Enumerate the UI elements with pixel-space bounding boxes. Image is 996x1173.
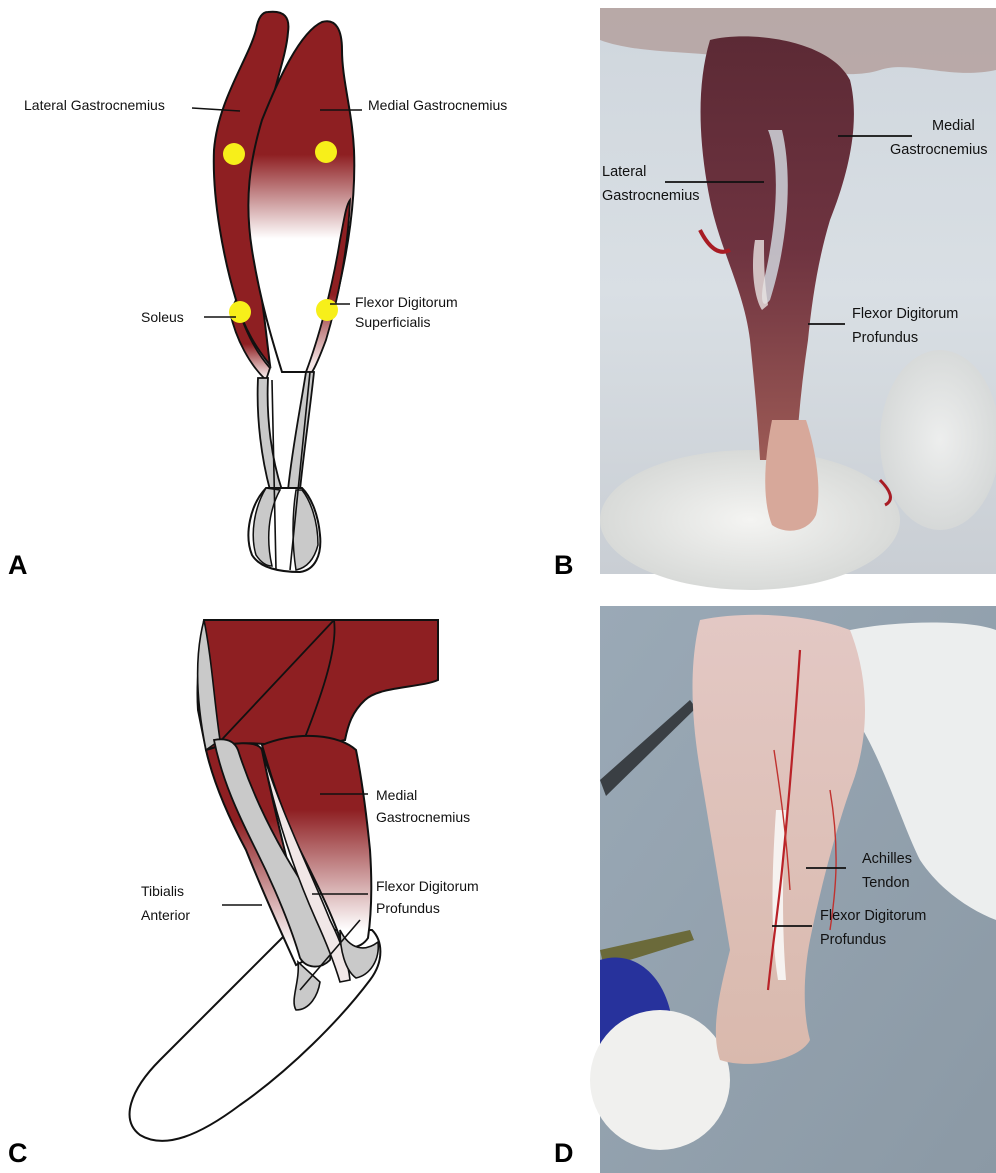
panel-c-illustration: Medial Gastrocnemius Tibialis Anterior F…	[0, 590, 560, 1173]
label-c-tibialis-line1: Tibialis	[141, 883, 184, 899]
marker-soleus	[229, 301, 251, 323]
marker-flexor-superficialis	[316, 299, 338, 321]
label-b-lateral-line1: Lateral	[602, 164, 646, 180]
label-medial-gastrocnemius: Medial Gastrocnemius	[368, 97, 507, 113]
tendon-right	[288, 372, 314, 490]
upper-muscle-block	[197, 620, 438, 750]
label-flexor-superficialis-line2: Superficialis	[355, 314, 430, 330]
panel-a: Lateral Gastrocnemius Medial Gastrocnemi…	[0, 0, 560, 590]
label-c-flexor-line2: Profundus	[376, 900, 440, 916]
label-d-flexor-line2: Profundus	[820, 932, 886, 948]
photo-b-heel	[765, 420, 818, 531]
panel-c: Medial Gastrocnemius Tibialis Anterior F…	[0, 590, 560, 1173]
tendon-left	[258, 378, 282, 490]
label-b-medial-line2: Gastrocnemius	[890, 142, 988, 158]
marker-medial-gastrocnemius	[315, 141, 337, 163]
label-d-achilles-line2: Tendon	[862, 875, 910, 891]
label-soleus: Soleus	[141, 309, 184, 325]
marker-lateral-gastrocnemius	[223, 143, 245, 165]
label-b-medial-line1: Medial	[932, 118, 975, 134]
label-c-medial-line1: Medial	[376, 787, 417, 803]
label-b-flexor-line1: Flexor Digitorum	[852, 306, 958, 322]
label-flexor-superficialis-line1: Flexor Digitorum	[355, 294, 458, 310]
label-d-flexor-line1: Flexor Digitorum	[820, 908, 926, 924]
panel-b: B	[550, 0, 996, 590]
label-c-medial-line2: Gastrocnemius	[376, 809, 470, 825]
panel-letter-c: C	[8, 1140, 28, 1167]
panel-letter-a: A	[8, 552, 28, 579]
photo-d-fur-bottom	[590, 1010, 730, 1150]
panel-b-photo: Medial Gastrocnemius Lateral Gastrocnemi…	[550, 0, 996, 590]
panel-d-photo: Achilles Tendon Flexor Digitorum Profund…	[550, 590, 996, 1173]
panel-d: D Achil	[550, 590, 996, 1173]
label-c-tibialis-line2: Anterior	[141, 907, 190, 923]
label-c-flexor-line1: Flexor Digitorum	[376, 878, 479, 894]
label-b-flexor-line2: Profundus	[852, 330, 918, 346]
photo-b-fur	[600, 450, 900, 590]
panel-a-illustration: Lateral Gastrocnemius Medial Gastrocnemi…	[0, 0, 560, 590]
label-lateral-gastrocnemius: Lateral Gastrocnemius	[24, 97, 165, 113]
photo-b-fur-right	[880, 350, 996, 530]
label-d-achilles-line1: Achilles	[862, 851, 912, 867]
label-b-lateral-line2: Gastrocnemius	[602, 188, 700, 204]
